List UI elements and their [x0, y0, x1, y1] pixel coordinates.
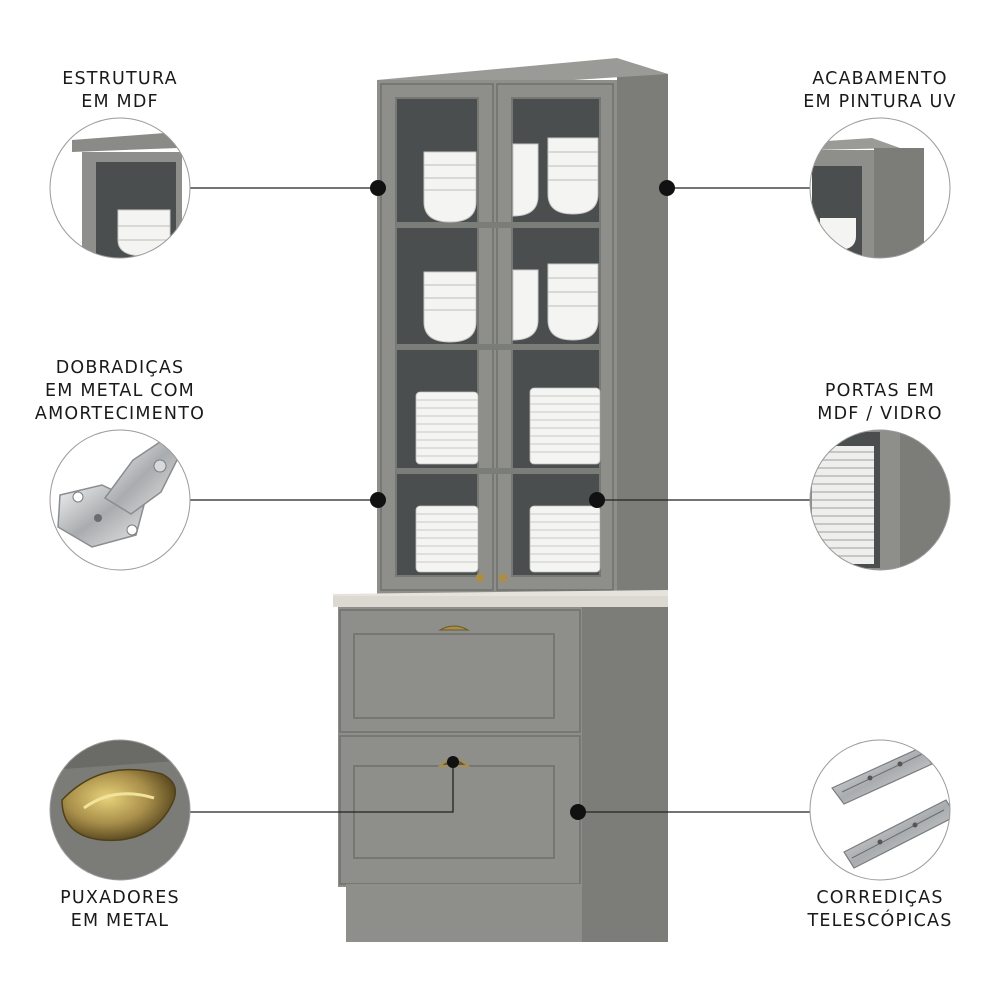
- label-dobradicas-line-3: AMORTECIMENTO: [34, 404, 206, 424]
- upper-cabinet-side: [617, 60, 668, 594]
- detail-puxadores: [49, 739, 191, 881]
- label-estrutura-line-1: ESTRUTURA: [62, 69, 178, 89]
- lower-cabinet-side: [580, 607, 668, 887]
- dot-acabamento: [659, 180, 675, 196]
- callout-lines: [190, 187, 810, 813]
- detail-acabamento: [809, 117, 951, 259]
- label-puxadores: PUXADORES EM METAL: [5, 887, 235, 933]
- plinth-side: [582, 884, 668, 942]
- detail-estrutura: [49, 117, 191, 259]
- dot-corredicas: [570, 804, 586, 820]
- label-acabamento-line-1: ACABAMENTO: [812, 69, 948, 89]
- label-corredicas-line-1: CORREDIÇAS: [816, 888, 944, 908]
- dot-dobradicas: [370, 492, 386, 508]
- left-door-knob[interactable]: [475, 573, 485, 583]
- label-puxadores-line-2: EM METAL: [70, 911, 170, 931]
- countertop: [333, 596, 668, 607]
- drawer-top[interactable]: [339, 609, 581, 733]
- label-dobradicas: DOBRADIÇAS EM METAL COM AMORTECIMENTO: [5, 357, 235, 426]
- label-dobradicas-line-2: EM METAL COM: [45, 381, 195, 401]
- dot-puxadores: [447, 756, 459, 768]
- label-portas: PORTAS EM MDF / VIDRO: [765, 380, 995, 426]
- bowl-rims: [424, 151, 598, 311]
- shelves: [396, 222, 600, 474]
- label-estrutura-line-2: EM MDF: [81, 92, 159, 112]
- label-estrutura: ESTRUTURA EM MDF: [5, 68, 235, 114]
- plinth-front: [346, 884, 582, 942]
- label-corredicas-line-2: TELESCÓPICAS: [807, 911, 953, 931]
- drawer-top-handle: [438, 625, 470, 631]
- detail-corredicas: [809, 739, 951, 881]
- callout-dots: [370, 180, 675, 820]
- label-acabamento: ACABAMENTO EM PINTURA UV: [765, 68, 995, 114]
- detail-portas: [809, 429, 951, 571]
- cabinet: [333, 58, 668, 942]
- bowls: [423, 137, 599, 343]
- label-corredicas: CORREDIÇAS TELESCÓPICAS: [765, 887, 995, 933]
- dot-estrutura: [370, 180, 386, 196]
- label-dobradicas-line-1: DOBRADIÇAS: [55, 358, 185, 378]
- dot-portas: [589, 492, 605, 508]
- detail-dobradicas: [49, 429, 191, 571]
- plate-lines: [416, 395, 600, 563]
- label-portas-line-2: MDF / VIDRO: [817, 404, 943, 424]
- label-acabamento-line-2: EM PINTURA UV: [803, 92, 957, 112]
- drawer-bottom[interactable]: [339, 735, 581, 885]
- label-portas-line-1: PORTAS EM: [824, 381, 936, 401]
- label-puxadores-line-1: PUXADORES: [60, 888, 180, 908]
- right-door-knob[interactable]: [498, 573, 508, 583]
